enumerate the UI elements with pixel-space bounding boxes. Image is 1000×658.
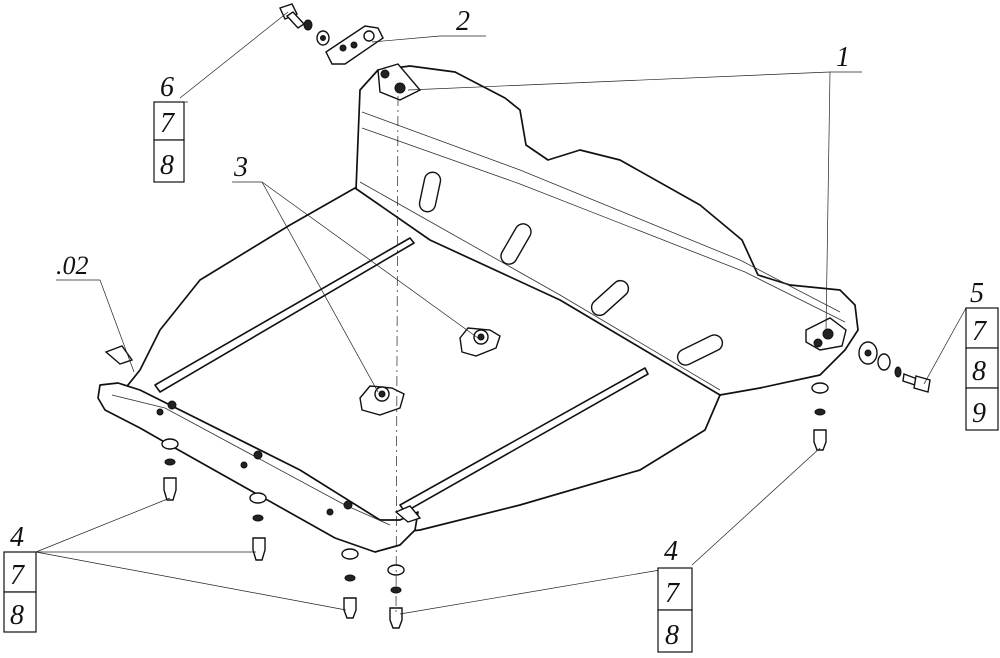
vent-slot-3 [590,279,630,317]
callout-5: 5 [970,278,984,309]
right-spring-washer [894,366,902,378]
right-bolt-head [913,375,931,393]
callout-6: 6 [160,72,174,103]
stack-bottom-right-7: 7 [665,578,680,609]
leader-lines [35,11,967,615]
stack-right-8: 8 [972,356,986,387]
strap-plate [325,25,384,65]
stack-bottom-left-8: 8 [10,600,24,631]
fold-line-2 [361,127,846,323]
bolt-stack-1 [161,438,179,501]
stack-bottom-left-7: 7 [10,560,25,591]
stack-bottom-right: 7 8 [657,567,693,653]
callout-3: 3 [233,152,248,183]
hook-right [394,505,422,523]
bottom-bolts [161,382,829,629]
skid-plate [97,65,859,553]
wall-bracket-right [805,317,847,351]
stack-top-left: 7 8 [153,101,188,183]
callout-4-right: 4 [664,536,678,567]
right-bolt-assembly [858,341,931,393]
stack-bottom-left: 7 8 [3,551,37,633]
hook-left [104,345,134,365]
callout-4-left: 4 [10,522,24,553]
fold-line-1 [361,111,841,313]
vent-slots [418,171,724,366]
cage-nut-upper [459,327,501,357]
stack-right-9: 9 [972,398,986,429]
flange-holes [156,400,353,516]
top-bolt-assembly [279,3,330,46]
vent-slot-1 [418,171,442,213]
stack-top-left-7: 7 [160,108,175,139]
vent-slot-4 [676,334,724,366]
top-bolt-shank [285,11,306,29]
vent-slot-2 [500,223,532,265]
stack-right-7: 7 [972,316,987,347]
wall-bracket-top [377,63,422,101]
cage-nut-lower [359,385,405,416]
center-axis [395,95,399,613]
top-spring-washer [303,19,313,31]
stack-right: 7 8 9 [965,307,999,431]
stack-bottom-right-8: 8 [665,620,679,651]
callout-2: 2 [456,6,470,37]
fold-line-3 [359,181,721,391]
callout-1: 1 [836,42,850,73]
right-flat-washer [877,353,891,371]
callout-02: .02 [56,251,89,280]
bolt-stack-2 [249,492,267,561]
bolt-stack-5 [811,382,829,451]
stack-top-left-8: 8 [160,150,174,181]
bolt-stack-3 [341,548,359,619]
front-flange [97,382,419,553]
rib-left [154,237,415,393]
